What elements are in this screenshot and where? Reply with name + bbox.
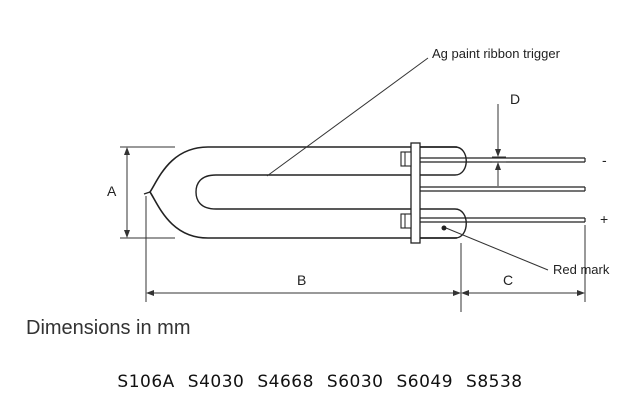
minus-terminal-label: - (602, 152, 607, 168)
lower-tube-end (420, 208, 467, 239)
dimensions-caption: Dimensions in mm (26, 317, 191, 339)
dimension-a-label: A (107, 183, 117, 199)
plus-terminal-label: + (600, 211, 608, 227)
lead-wires (420, 157, 586, 223)
red-mark-leader (445, 227, 549, 271)
model-list: S106A S4030 S4668 S6030 S6049 S8538 (0, 372, 640, 392)
dimension-d (492, 104, 506, 186)
dimension-a (120, 146, 175, 239)
dimension-d-label: D (510, 91, 520, 107)
dimension-b (145, 196, 462, 312)
trigger-label: Ag paint ribbon trigger (432, 46, 561, 61)
lamp-tip (143, 191, 151, 195)
lower-connector (400, 213, 412, 229)
trigger-leader (266, 57, 429, 177)
model-number: S106A (117, 372, 175, 392)
lamp-inner-outline (195, 174, 420, 210)
dimension-c (461, 225, 586, 302)
upper-connector (400, 151, 412, 167)
model-number: S6049 (396, 372, 454, 392)
dimension-b-label: B (297, 272, 306, 288)
model-number: S8538 (466, 372, 523, 392)
dimension-c-label: C (503, 272, 513, 288)
upper-tube-end (420, 146, 467, 176)
model-number: S4030 (187, 372, 245, 392)
red-mark-dot (441, 225, 447, 231)
red-mark-label: Red mark (553, 262, 610, 277)
base-plate (410, 142, 421, 244)
model-number: S6030 (326, 372, 384, 392)
model-number: S4668 (257, 372, 314, 392)
